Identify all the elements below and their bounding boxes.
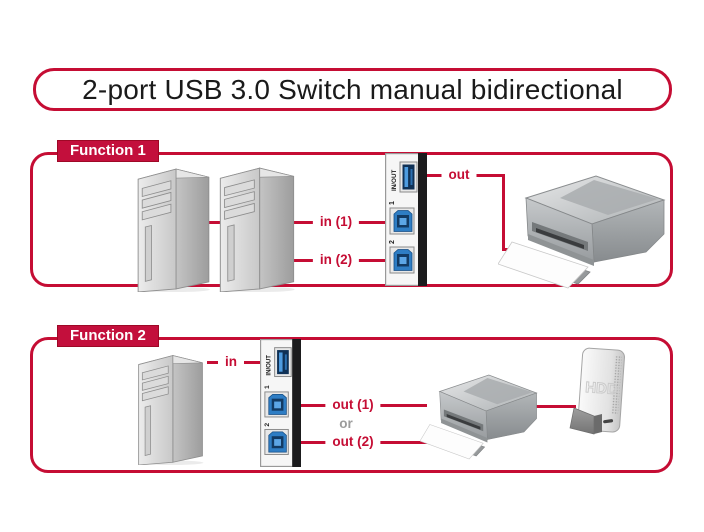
usb-b-port-icon — [264, 428, 289, 455]
usb-b-port-icon — [264, 391, 289, 418]
computer-tower-icon — [133, 164, 215, 292]
label-in1: in (1) — [312, 214, 360, 230]
usb-b-port-icon — [389, 207, 415, 235]
switch-port-label: IN/OUT — [266, 355, 273, 376]
printer-icon — [498, 172, 666, 292]
usb-a-port-icon — [274, 347, 292, 378]
usb-b-port-icon — [389, 246, 415, 274]
function2-box — [30, 337, 673, 473]
switch-port-label: IN/OUT — [391, 170, 398, 191]
usb-a-port-icon — [399, 161, 418, 193]
hdd-label: HDD — [585, 379, 619, 398]
page-title: 2-port USB 3.0 Switch manual bidirection… — [82, 73, 623, 105]
computer-tower-icon — [215, 163, 300, 292]
label-out1: out (1) — [325, 397, 381, 413]
usb-switch-icon: IN/OUT 1 2 — [385, 153, 427, 286]
label-in: in — [218, 354, 244, 370]
function2-tab: Function 2 — [57, 325, 159, 347]
title-banner: 2-port USB 3.0 Switch manual bidirection… — [33, 68, 672, 111]
wire-printer-hdd — [527, 405, 576, 408]
computer-tower-icon — [134, 351, 208, 465]
printer-icon — [420, 372, 538, 462]
usb-switch-icon: IN/OUT 1 2 — [260, 339, 301, 467]
label-out2: out (2) — [325, 434, 381, 450]
switch-port-label: 2 — [389, 240, 396, 244]
label-out: out — [441, 167, 477, 183]
external-hdd-icon: HDD — [568, 346, 632, 438]
label-or: or — [332, 416, 360, 432]
function1-tab: Function 1 — [57, 140, 159, 162]
switch-port-label: 2 — [264, 423, 271, 427]
label-in2: in (2) — [312, 252, 360, 268]
function1-box — [30, 152, 673, 287]
switch-port-label: 1 — [264, 385, 271, 389]
wire-out-v — [502, 174, 505, 251]
switch-port-label: 1 — [389, 201, 396, 205]
